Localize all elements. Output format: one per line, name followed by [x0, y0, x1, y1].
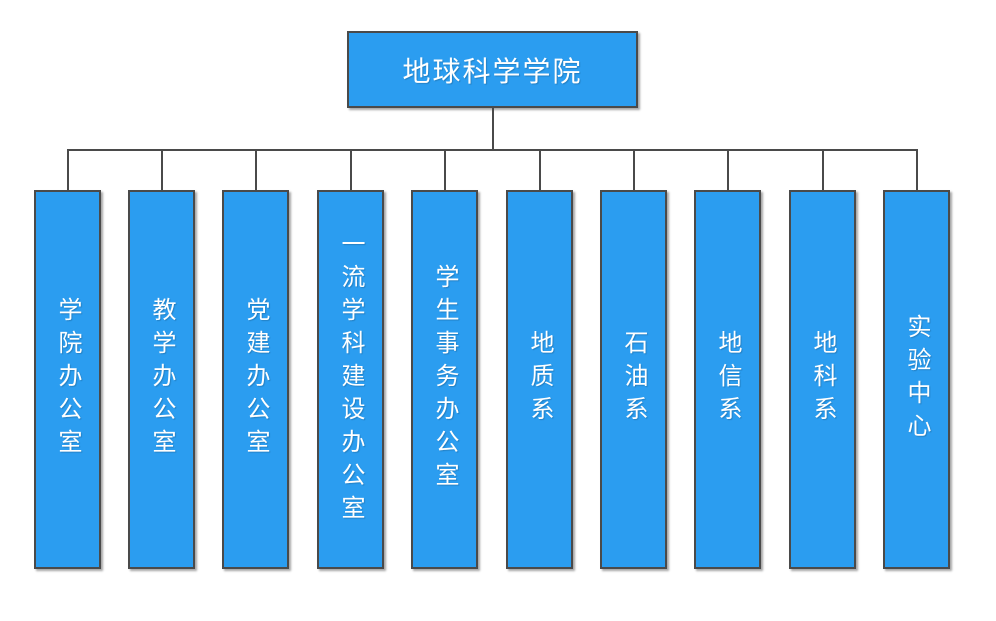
org-child-label: 地科系 — [809, 330, 836, 429]
drop-connector-line — [66, 150, 69, 190]
drop-connector-line — [443, 150, 446, 190]
org-child-column: 教学办公室 — [128, 150, 195, 569]
root-connector-line — [492, 106, 494, 150]
org-child-node: 地质系 — [506, 190, 573, 569]
drop-connector-line — [538, 150, 541, 190]
drop-connector-line — [632, 150, 635, 190]
org-child-node: 实验中心 — [883, 190, 950, 569]
drop-connector-line — [915, 150, 918, 190]
org-child-node: 石油系 — [600, 190, 667, 569]
org-child-column: 地信系 — [694, 150, 761, 569]
drop-connector-line — [821, 150, 824, 190]
horizontal-rail-line — [67, 149, 918, 151]
org-child-node: 学院办公室 — [34, 190, 101, 569]
org-child-node: 地信系 — [694, 190, 761, 569]
org-child-label: 教学办公室 — [148, 297, 175, 462]
org-child-label: 地质系 — [526, 330, 553, 429]
org-child-column: 党建办公室 — [222, 150, 289, 569]
org-child-column: 一流学科建设办公室 — [317, 150, 384, 569]
drop-connector-line — [726, 150, 729, 190]
org-root-node: 地球科学学院 — [347, 31, 638, 108]
org-child-column: 地质系 — [506, 150, 573, 569]
org-child-column: 实验中心 — [883, 150, 950, 569]
org-child-node: 地科系 — [789, 190, 856, 569]
org-child-label: 地信系 — [714, 330, 741, 429]
drop-connector-line — [349, 150, 352, 190]
org-child-label: 实验中心 — [903, 313, 930, 446]
org-root-label: 地球科学学院 — [402, 55, 583, 87]
org-child-node: 一流学科建设办公室 — [317, 190, 384, 569]
org-child-column: 学院办公室 — [34, 150, 101, 569]
org-child-node: 学生事务办公室 — [411, 190, 478, 569]
org-child-label: 一流学科建设办公室 — [337, 231, 364, 528]
org-child-label: 学生事务办公室 — [431, 264, 458, 495]
org-child-node: 党建办公室 — [222, 190, 289, 569]
org-child-label: 石油系 — [620, 330, 647, 429]
org-child-column: 学生事务办公室 — [411, 150, 478, 569]
org-child-label: 学院办公室 — [54, 297, 81, 462]
org-child-column: 石油系 — [600, 150, 667, 569]
org-child-label: 党建办公室 — [242, 297, 269, 462]
org-child-column: 地科系 — [789, 150, 856, 569]
drop-connector-line — [160, 150, 163, 190]
drop-connector-line — [254, 150, 257, 190]
org-child-node: 教学办公室 — [128, 190, 195, 569]
